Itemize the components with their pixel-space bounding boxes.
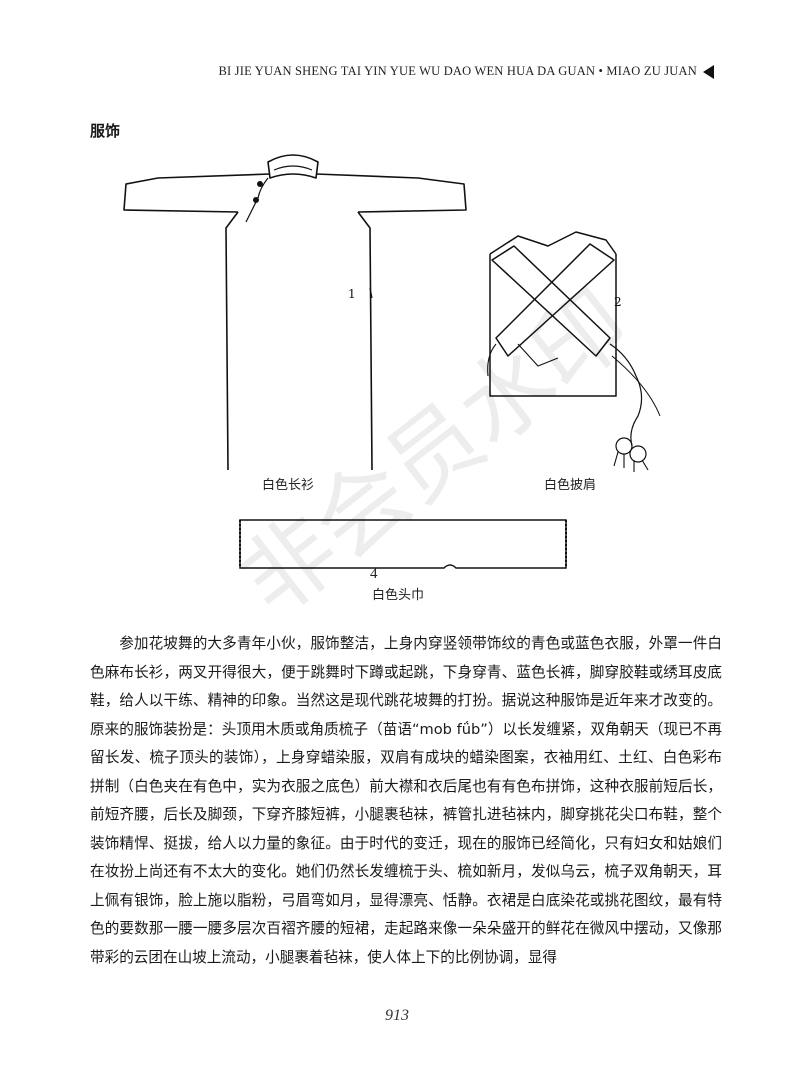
fig1-caption: 白色长衫 [262, 478, 315, 493]
shawl-illustration: 2 [487, 231, 661, 472]
running-header: BI JIE YUAN SHENG TAI YIN YUE WU DAO WEN… [218, 64, 714, 79]
headscarf-illustration [239, 519, 567, 569]
fig4-caption: 白色头巾 [372, 588, 425, 603]
body-paragraph: 参加花坡舞的大多青年小伙，服饰整洁，上身内穿竖领带饰纹的青色或蓝色衣服，外罩一件… [90, 635, 722, 966]
running-title: BI JIE YUAN SHENG TAI YIN YUE WU DAO WEN… [218, 64, 697, 78]
fig2-label: 2 [614, 295, 622, 309]
fig4-label: 4 [370, 566, 378, 582]
body-text: 参加花坡舞的大多青年小伙，服饰整洁，上身内穿竖领带饰纹的青色或蓝色衣服，外罩一件… [90, 630, 722, 972]
section-title: 服饰 [90, 122, 121, 140]
page-number: 913 [385, 1007, 409, 1024]
fig1-label: 1 [348, 287, 356, 301]
triangle-left-icon [703, 64, 714, 79]
long-robe-illustration: 1 [123, 154, 467, 471]
fig2-caption: 白色披肩 [544, 478, 597, 493]
